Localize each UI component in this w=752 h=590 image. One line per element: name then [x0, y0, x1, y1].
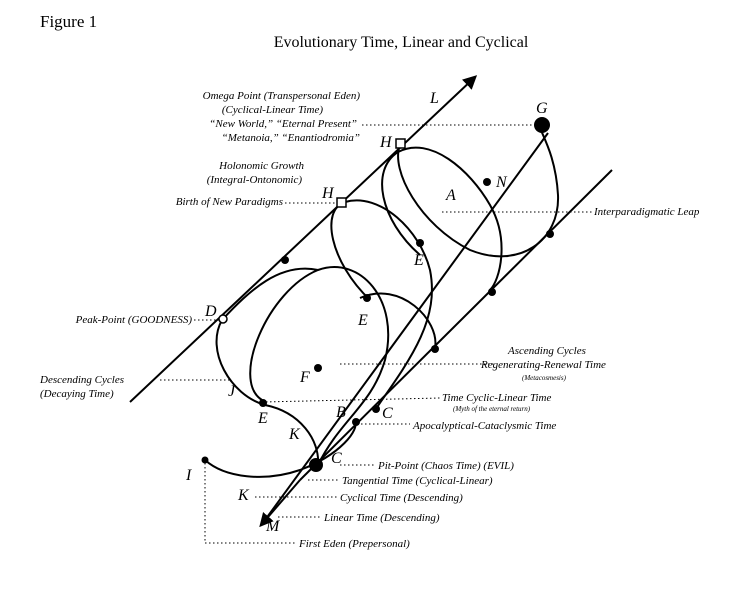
upper-axis-line-l — [129, 75, 478, 403]
lower-axis-line — [299, 169, 613, 481]
letter-m: M — [265, 518, 281, 535]
node-pit-point — [309, 458, 323, 472]
node-n — [483, 178, 491, 186]
node-b — [352, 418, 360, 426]
tangential-loop — [204, 419, 357, 478]
linear-time-descending-arrow — [259, 479, 301, 528]
label-decaying-time: (Decaying Time) — [40, 388, 114, 400]
letter-g: G — [536, 100, 548, 117]
letter-k-upper: K — [288, 426, 301, 443]
node-f — [314, 364, 322, 372]
node-lower-1 — [431, 345, 439, 353]
letter-k-lower: K — [237, 487, 250, 504]
label-linear-time: Linear Time (Descending) — [323, 512, 440, 524]
label-birth-of-new-paradigms: Birth of New Paradigms — [176, 196, 283, 208]
figure-label: Figure 1 — [40, 12, 98, 31]
node-lower-3 — [546, 230, 554, 238]
letter-e-upper: E — [413, 252, 424, 269]
letter-c-upper: C — [382, 405, 393, 422]
node-i — [201, 456, 209, 464]
cycle-loop-2 — [330, 199, 433, 411]
letter-e-middle: E — [357, 312, 368, 329]
node-c — [372, 405, 380, 413]
leader-tcl — [261, 397, 441, 403]
label-cyclical-linear-time: (Cyclical-Linear Time) — [222, 104, 323, 116]
label-regenerating-renewal-time: Regenerating-Renewal Time — [480, 359, 606, 371]
node-g — [534, 117, 550, 133]
diagram-title: Evolutionary Time, Linear and Cyclical — [273, 34, 529, 51]
label-holonomic-growth: Holonomic Growth — [218, 160, 304, 172]
node-e-1 — [416, 239, 424, 247]
label-tangential-time: Tangential Time (Cyclical-Linear) — [342, 475, 493, 487]
inner-loop-arc — [221, 267, 319, 321]
node-e-2 — [363, 294, 371, 302]
letter-l: L — [429, 90, 439, 107]
label-metanoia: “Metanoia,” “Enantiodromia” — [222, 132, 360, 144]
letter-c-lower: C — [331, 450, 342, 467]
label-metacosmesis: (Metacosmesis) — [522, 374, 567, 382]
label-peak-point: Peak-Point (GOODNESS) — [75, 314, 193, 326]
letter-n: N — [495, 174, 508, 191]
label-apocalyptical-cataclysmic: Apocalyptical-Cataclysmic Time — [412, 420, 556, 432]
node-h-upper — [395, 138, 406, 149]
cycle-loop-4 — [397, 127, 560, 258]
letter-h-upper: H — [379, 134, 393, 151]
label-time-cyclic-linear-time: Time Cyclic-Linear Time — [442, 392, 552, 404]
cycle-loop-3 — [381, 146, 503, 291]
label-omega-point: Omega Point (Transpersonal Eden) — [203, 90, 361, 102]
node-peak — [218, 314, 228, 324]
label-descending-cycles: Descending Cycles — [39, 374, 124, 386]
label-myth-eternal-return: (Myth of the eternal return) — [453, 405, 531, 413]
node-h-lower — [336, 197, 347, 208]
letter-e-lower: E — [257, 410, 268, 427]
central-axis-line — [264, 132, 549, 521]
node-lower-2 — [488, 288, 496, 296]
label-pit-point: Pit-Point (Chaos Time) (EVIL) — [377, 460, 514, 472]
label-first-eden: First Eden (Prepersonal) — [298, 538, 410, 550]
label-new-world: “New World,” “Eternal Present” — [209, 118, 357, 130]
letter-h-lower: H — [321, 185, 335, 202]
letter-i: I — [185, 467, 192, 484]
letter-d: D — [204, 303, 217, 320]
node-e-3 — [259, 399, 267, 407]
label-cyclical-time: Cyclical Time (Descending) — [340, 492, 463, 504]
letter-f: F — [299, 369, 310, 386]
label-integral-ontonomic: (Integral-Ontonomic) — [207, 174, 303, 186]
cycle-loop-1 — [249, 266, 390, 466]
letter-b: B — [336, 404, 346, 421]
label-interparadigmatic-leap: Interparadigmatic Leap — [593, 206, 700, 218]
letter-j: J — [228, 383, 236, 400]
node-upper-1 — [281, 256, 289, 264]
ascending-loop-arc — [359, 292, 437, 349]
letter-a: A — [445, 187, 456, 204]
label-ascending-cycles: Ascending Cycles — [507, 345, 586, 357]
